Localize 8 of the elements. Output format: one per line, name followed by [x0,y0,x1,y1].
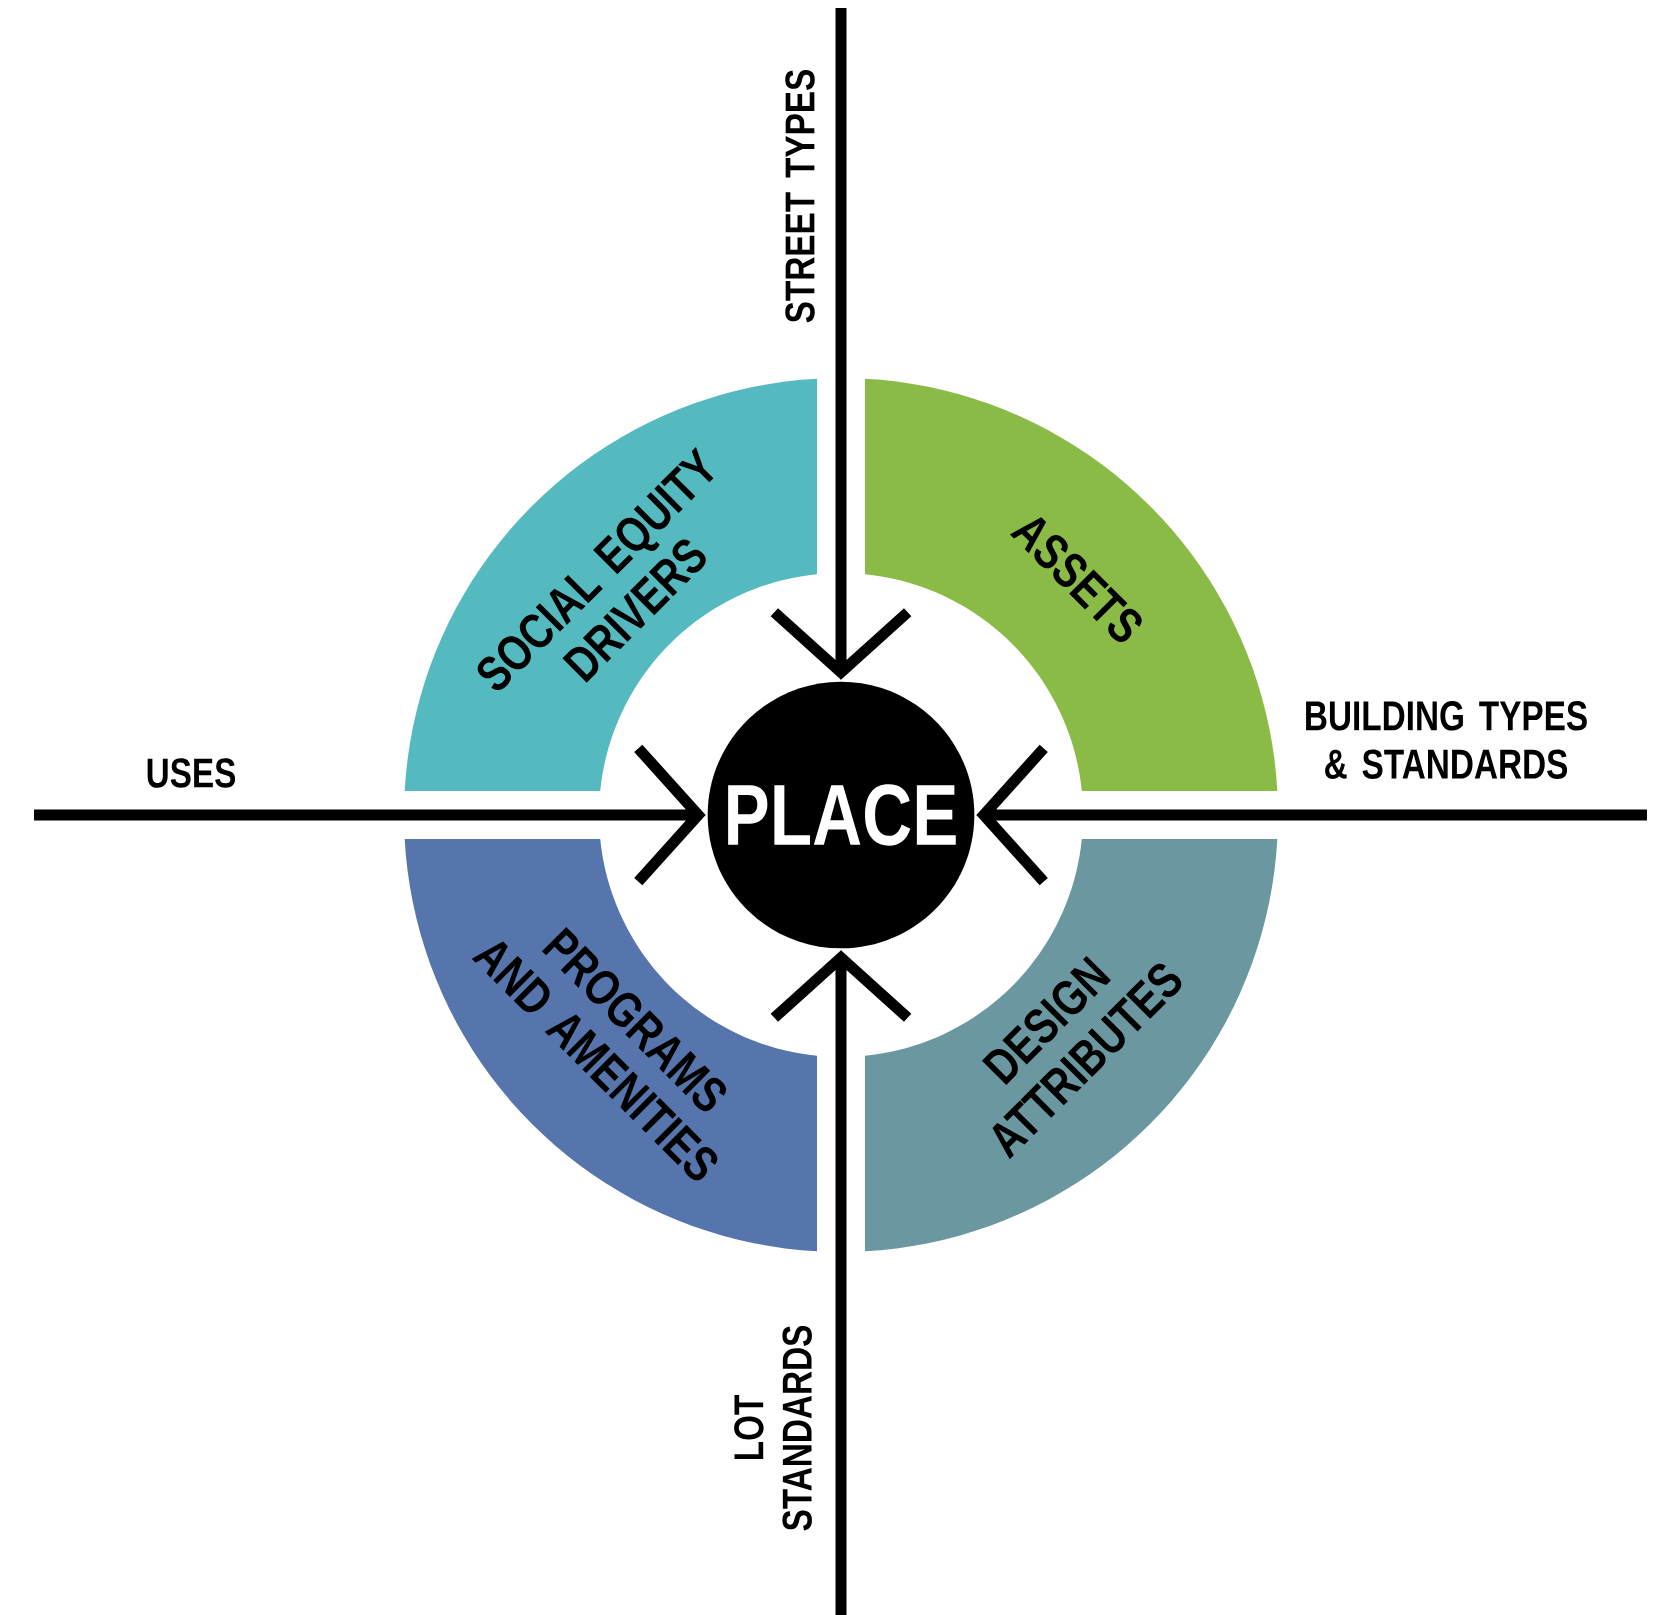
arrow [34,744,706,886]
edge-label: USES [147,758,236,788]
arrow [976,744,1647,886]
edge-label: STREET TYPES [785,69,815,323]
edge-label: BUILDING TYPES & STANDARDS [1306,701,1587,779]
arrow [770,8,912,680]
arrow [770,950,912,1615]
edge-label: LOT STANDARDS [734,1325,812,1531]
